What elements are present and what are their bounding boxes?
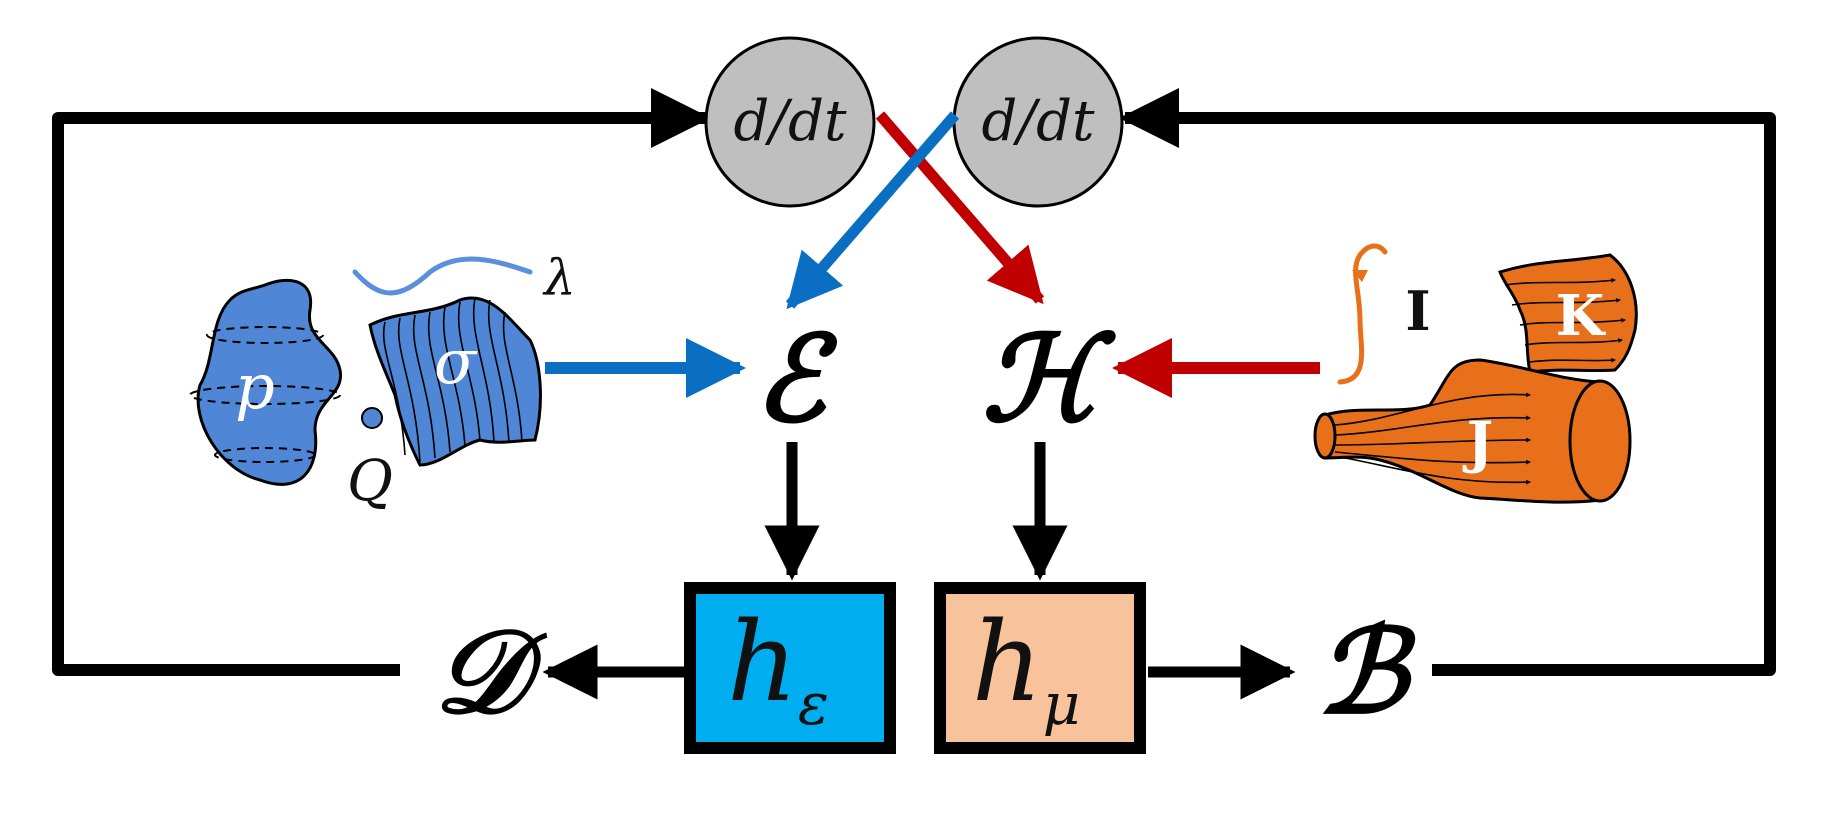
left-feedback-loop: [52, 88, 711, 676]
h-mu-box: hμ: [934, 582, 1146, 754]
point-charge: Q: [347, 407, 393, 514]
charge-density-blob: p: [189, 278, 343, 486]
E-field-symbol: ℰ: [754, 309, 838, 448]
h-epsilon-subscript: ε: [798, 670, 829, 738]
h-epsilon-main: h: [727, 598, 798, 726]
h-epsilon-box: hε: [684, 582, 896, 754]
ddt-to-E-arrow: [785, 111, 960, 310]
right-feedback-loop: [1119, 88, 1776, 676]
volume-current-tube: J: [1313, 358, 1632, 504]
surface-charge-label: σ: [434, 325, 478, 398]
ddt-left-node: d/dt: [704, 36, 876, 208]
line-current-label: I: [1405, 279, 1430, 343]
h-mu-main: h: [972, 598, 1043, 726]
ddt-to-H-arrow: [875, 111, 1045, 305]
ddt-right-label: d/dt: [981, 89, 1095, 154]
line-current: I: [1337, 243, 1431, 385]
surface-charge-sheet: σ: [368, 296, 542, 467]
ddt-left-label: d/dt: [733, 89, 847, 154]
B-field-symbol: ℬ: [1316, 604, 1417, 740]
h-mu-subscript: μ: [1043, 670, 1081, 738]
H-field-symbol: ℋ: [982, 309, 1117, 448]
svg-text:hμ: hμ: [972, 598, 1081, 738]
charge-density-label: p: [235, 350, 275, 423]
surface-current-label: K: [1556, 283, 1607, 349]
volume-current-label: J: [1462, 410, 1494, 476]
svg-text:hε: hε: [727, 598, 829, 738]
point-charge-label: Q: [347, 449, 393, 514]
ddt-right-node: d/dt: [952, 36, 1124, 208]
line-charge-label: λ: [542, 249, 576, 307]
D-field-symbol: 𝒟: [434, 604, 548, 740]
line-charge: λ: [352, 249, 576, 307]
surface-current-sheet: K: [1498, 253, 1638, 374]
